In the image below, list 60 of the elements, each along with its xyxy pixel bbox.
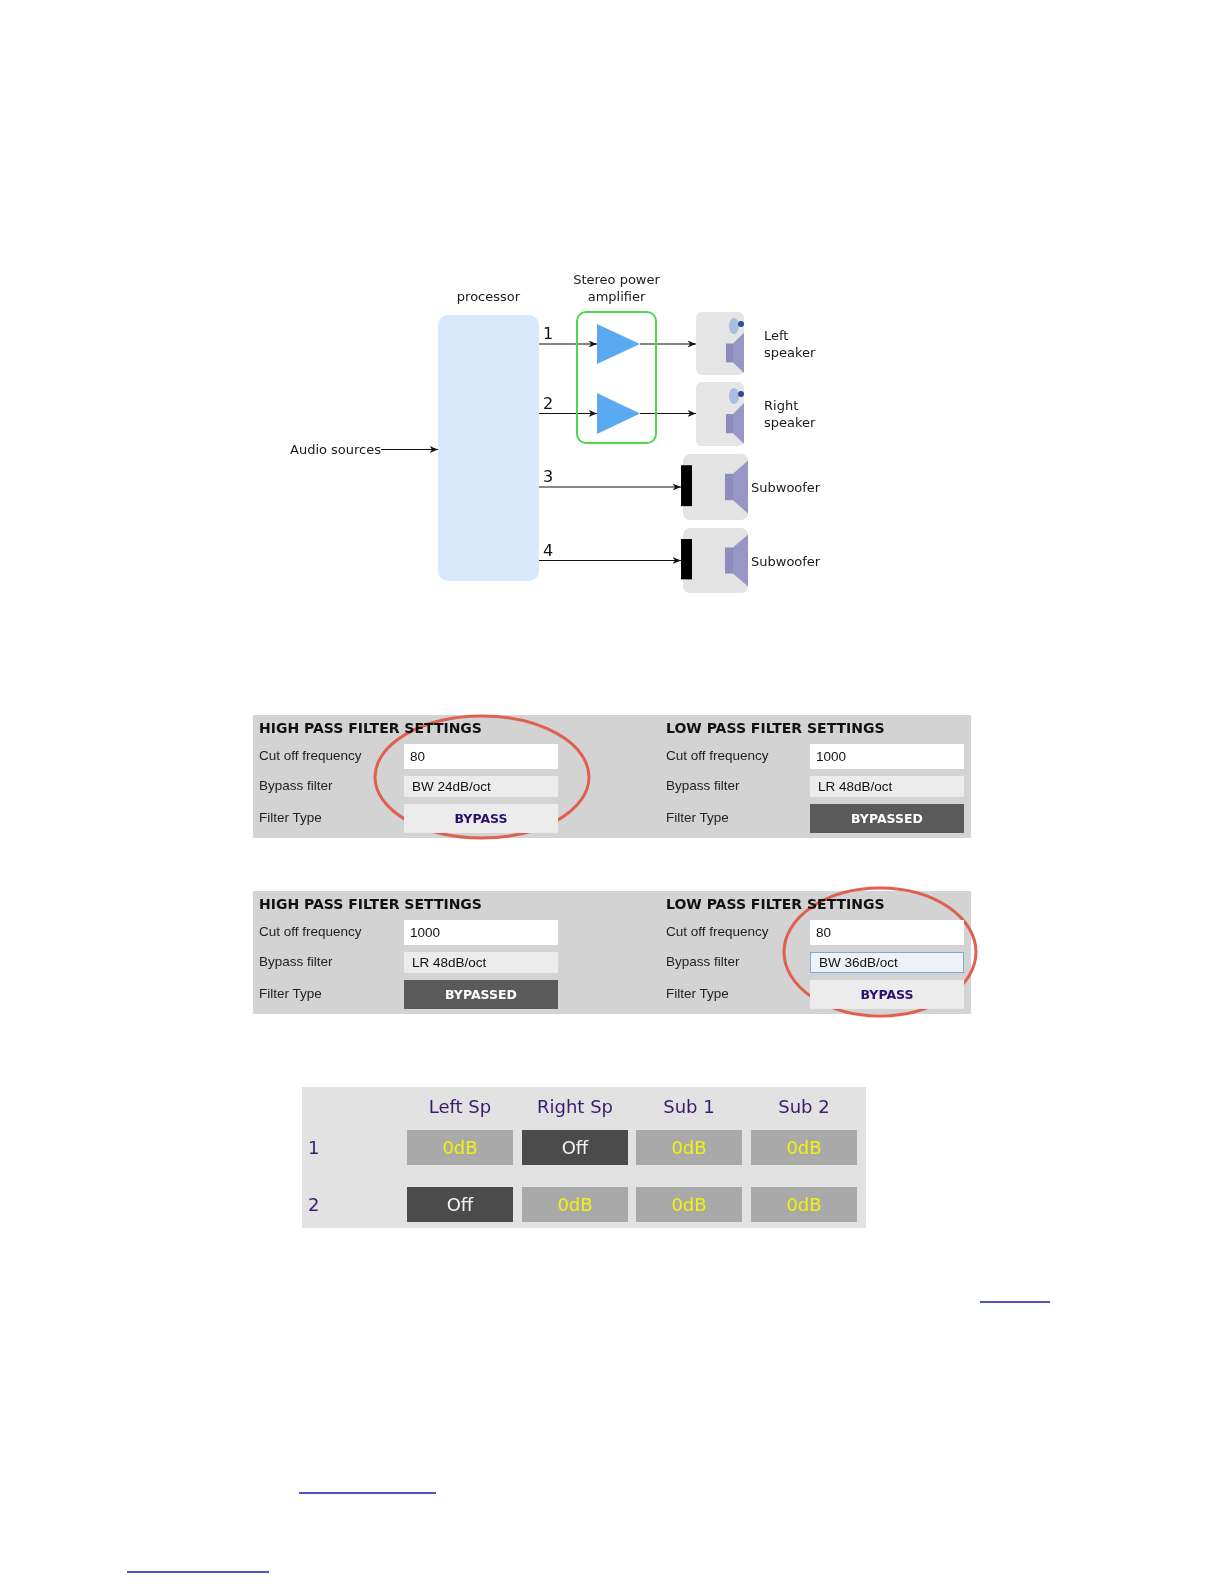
field-label: Filter Type	[666, 986, 729, 1002]
field-label: Bypass filter	[259, 778, 333, 794]
arrow	[538, 410, 598, 417]
arrow	[639, 410, 697, 417]
amplifier-icon	[597, 393, 640, 434]
node-label: Left speaker	[764, 326, 816, 361]
row-header: 1	[308, 1136, 320, 1159]
field-label: Bypass filter	[259, 954, 333, 970]
select-field: BW 24dB/oct	[404, 776, 558, 797]
select-field: LR 48dB/oct	[810, 776, 964, 797]
gain-cell: 0dB	[522, 1187, 628, 1222]
column-header: Left Sp	[428, 1096, 492, 1118]
column-header: Right Sp	[537, 1096, 613, 1118]
input-field: 1000	[404, 920, 558, 945]
edge-label: 4	[542, 541, 555, 559]
input-field: 1000	[810, 744, 964, 769]
node-label: Subwoofer	[751, 552, 821, 569]
gain-cell: 0dB	[407, 1130, 513, 1165]
field-label: Filter Type	[259, 810, 322, 826]
bypass-button: BYPASSED	[404, 980, 558, 1009]
gain-cell: Off	[407, 1187, 513, 1222]
field-label: Cut off frequency	[259, 748, 362, 764]
edge-label: 1	[542, 325, 555, 342]
field-label: Cut off frequency	[666, 924, 769, 940]
gain-cell: 0dB	[751, 1130, 857, 1165]
node-heading: Stereo power amplifier	[572, 271, 661, 305]
node-heading: processor	[455, 288, 522, 305]
node-label: Subwoofer	[751, 478, 821, 496]
edge-label: 3	[542, 468, 555, 485]
arrow	[639, 340, 697, 348]
field-label: Cut off frequency	[666, 748, 769, 764]
arrow	[380, 446, 439, 453]
bypass-button: BYPASS	[404, 804, 558, 833]
field-label: Bypass filter	[666, 778, 740, 794]
gain-cell: Off	[522, 1130, 628, 1165]
column-header: Sub 2	[778, 1096, 830, 1118]
field-label: Bypass filter	[666, 954, 740, 970]
bypass-button: BYPASSED	[810, 804, 964, 833]
section-heading: LOW PASS FILTER SETTINGS	[666, 720, 885, 736]
arrow	[538, 557, 682, 564]
gain-cell: 0dB	[751, 1187, 857, 1222]
input-field: 80	[404, 744, 558, 769]
input-field: 80	[810, 920, 964, 945]
arrow	[538, 483, 682, 491]
amplifier-icon	[597, 324, 640, 364]
row-header: 2	[308, 1193, 320, 1216]
source-label: Audio sources	[290, 441, 382, 458]
bypass-button: BYPASS	[810, 980, 964, 1009]
edge-label: 2	[542, 394, 555, 412]
field-label: Filter Type	[666, 810, 729, 826]
section-heading: HIGH PASS FILTER SETTINGS	[259, 896, 482, 912]
gain-cell: 0dB	[636, 1130, 742, 1165]
select-field: BW 36dB/oct	[810, 952, 964, 973]
node-label: Right speaker	[764, 397, 816, 431]
column-header: Sub 1	[663, 1096, 715, 1118]
select-field: LR 48dB/oct	[404, 952, 558, 973]
field-label: Cut off frequency	[259, 924, 362, 940]
arrow	[538, 340, 598, 348]
field-label: Filter Type	[259, 986, 322, 1002]
gain-cell: 0dB	[636, 1187, 742, 1222]
